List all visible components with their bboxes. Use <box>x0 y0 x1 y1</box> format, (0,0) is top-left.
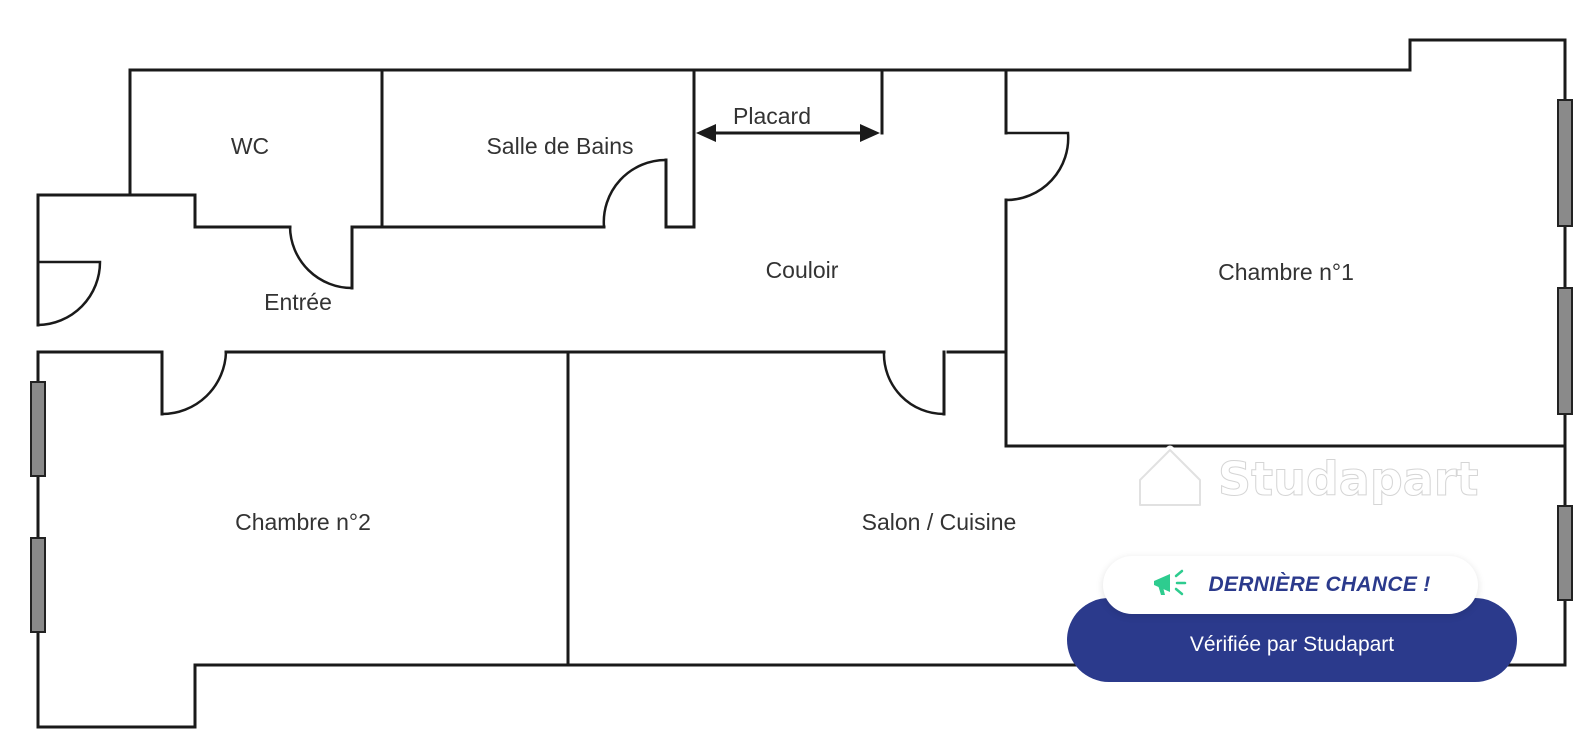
windows <box>30 99 1573 633</box>
room-label-chambre-1: Chambre n°1 <box>1218 259 1354 285</box>
watermark-brand: Studapart <box>1218 452 1478 506</box>
room-label-entree: Entrée <box>264 289 332 315</box>
window <box>1557 99 1573 227</box>
placard-arrow <box>696 124 880 142</box>
window <box>30 381 46 477</box>
verified-label: Vérifiée par Studapart <box>1189 633 1395 656</box>
window <box>1557 505 1573 601</box>
room-label-chambre-2: Chambre n°2 <box>235 509 371 535</box>
megaphone-icon <box>1150 567 1194 604</box>
door-swings <box>37 131 1070 416</box>
window <box>1557 287 1573 415</box>
studapart-watermark: Studapart <box>1135 445 1479 510</box>
window <box>30 537 46 633</box>
last-chance-badge: DERNIÈRE CHANCE ! <box>1103 556 1478 614</box>
room-label-salon-cuisine: Salon / Cuisine <box>862 509 1017 535</box>
interior-walls <box>36 68 1567 667</box>
room-label-placard: Placard <box>733 103 811 129</box>
alert-label: DERNIÈRE CHANCE ! <box>1208 573 1431 596</box>
room-label-salle-de-bains: Salle de Bains <box>486 133 633 159</box>
room-labels: WC Salle de Bains Placard Couloir Entrée… <box>231 103 1354 535</box>
room-label-wc: WC <box>231 133 269 159</box>
house-smile-icon <box>1135 445 1205 510</box>
room-label-couloir: Couloir <box>766 257 839 283</box>
